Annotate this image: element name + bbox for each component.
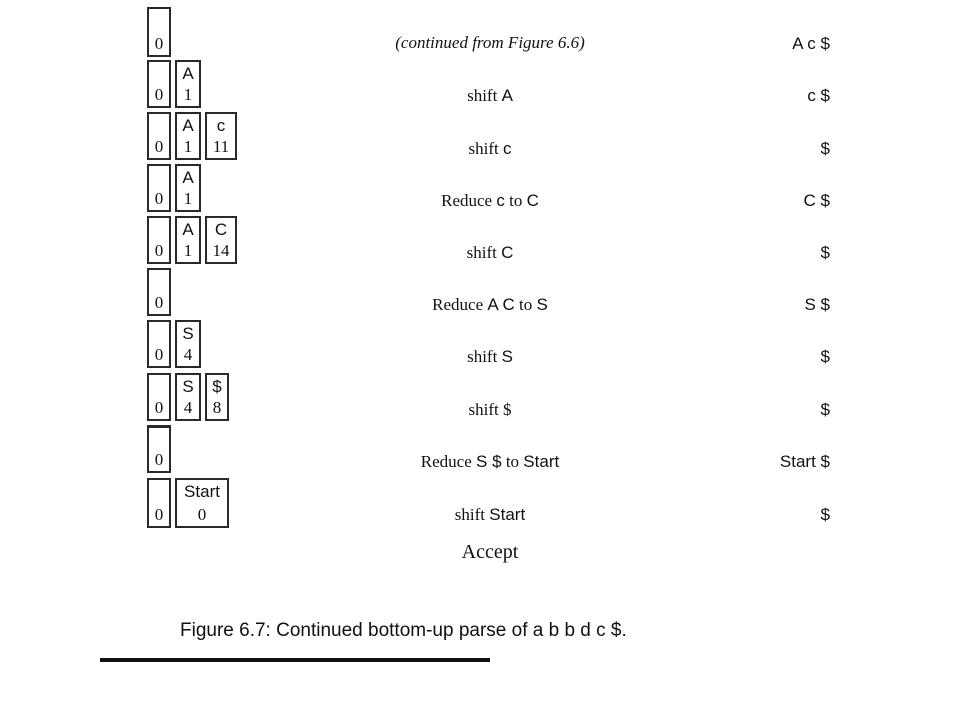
stack-cell-A-1: A 1 <box>175 112 201 160</box>
stack-state: 1 <box>183 137 193 156</box>
parse-action: Reduce c to C <box>441 191 539 210</box>
stack-symbol: Start <box>184 482 220 501</box>
stack-state: 1 <box>183 241 193 260</box>
stack-cell-state-0: 0 <box>147 112 171 160</box>
parse-action: shift Start <box>454 505 526 524</box>
parse-action: Reduce S $ to Start <box>420 452 560 471</box>
stack-symbol: C <box>214 220 228 239</box>
stack-state: 11 <box>212 137 230 156</box>
stack-state: 14 <box>212 241 230 260</box>
input-remaining: A c $ <box>792 34 830 53</box>
stack-symbol: c <box>216 116 226 135</box>
stack-symbol: A <box>182 168 194 187</box>
stack-state: 0 <box>154 293 164 312</box>
stack-cell-state-0: 0 <box>147 268 171 316</box>
stack-cell-A-1: A 1 <box>175 216 201 264</box>
stack-symbol: A <box>182 116 194 135</box>
stack-cell-state-0: 0 <box>147 216 171 264</box>
stack-cell-state-0: 0 <box>147 478 171 528</box>
input-remaining: C $ <box>803 191 830 210</box>
stack-cell-A-1: A 1 <box>175 60 201 108</box>
stack-cell-state-0: 0 <box>147 164 171 212</box>
stack-state: 0 <box>154 398 164 417</box>
continued-note: (continued from Figure 6.6) <box>395 33 585 52</box>
stack-symbol: A <box>182 64 194 83</box>
parse-action: shift c <box>468 139 512 158</box>
stack-cell-dollar-8: $ 8 <box>205 373 229 421</box>
stack-state: 0 <box>154 189 164 208</box>
stack-state: 0 <box>154 241 164 260</box>
figure-caption: Figure 6.7: Continued bottom-up parse of… <box>180 620 627 641</box>
input-remaining: $ <box>820 347 830 366</box>
stack-state: 0 <box>154 345 164 364</box>
parse-action: shift S <box>467 347 513 366</box>
stack-state: 8 <box>212 398 222 417</box>
divider-rule <box>100 658 490 662</box>
stack-cell-state-0: 0 <box>147 60 171 108</box>
stack-state: 0 <box>197 505 207 524</box>
parse-action: shift A <box>467 86 513 105</box>
stack-state: 4 <box>183 345 193 364</box>
stack-cell-A-1: A 1 <box>175 164 201 212</box>
stack-cell-state-0: 0 <box>147 373 171 421</box>
input-remaining: $ <box>820 505 830 524</box>
accept-label: Accept <box>461 541 519 563</box>
stack-symbol: S <box>182 377 194 396</box>
stack-cell-C-14: C 14 <box>205 216 237 264</box>
stack-state: 4 <box>183 398 193 417</box>
parse-action: shift $ <box>468 400 512 419</box>
input-remaining: Start $ <box>779 452 830 471</box>
parse-action: Reduce A C to S <box>432 295 548 314</box>
stack-cell-Start-0: Start 0 <box>175 478 229 528</box>
stack-cell-c-11: c 11 <box>205 112 237 160</box>
input-remaining: $ <box>820 139 830 158</box>
stack-state: 0 <box>154 137 164 156</box>
stack-cell-S-4: S 4 <box>175 320 201 368</box>
parse-action: shift C <box>466 243 514 262</box>
stack-cell-state-0: 0 <box>147 320 171 368</box>
stack-cell-state-0: 0 <box>147 425 171 473</box>
stack-state: 0 <box>154 450 164 469</box>
stack-symbol: A <box>182 220 194 239</box>
stack-state: 1 <box>183 85 193 104</box>
stack-state: 1 <box>183 189 193 208</box>
input-remaining: S $ <box>804 295 830 314</box>
stack-symbol: S <box>182 324 194 343</box>
stack-state: 0 <box>154 85 164 104</box>
stack-cell-state-0: 0 <box>147 7 171 57</box>
stack-symbol: $ <box>212 377 222 396</box>
input-remaining: $ <box>820 243 830 262</box>
input-remaining: c $ <box>807 86 830 105</box>
input-remaining: $ <box>820 400 830 419</box>
stack-state: 0 <box>154 505 164 524</box>
stack-state: 0 <box>154 34 164 53</box>
stack-cell-S-4: S 4 <box>175 373 201 421</box>
